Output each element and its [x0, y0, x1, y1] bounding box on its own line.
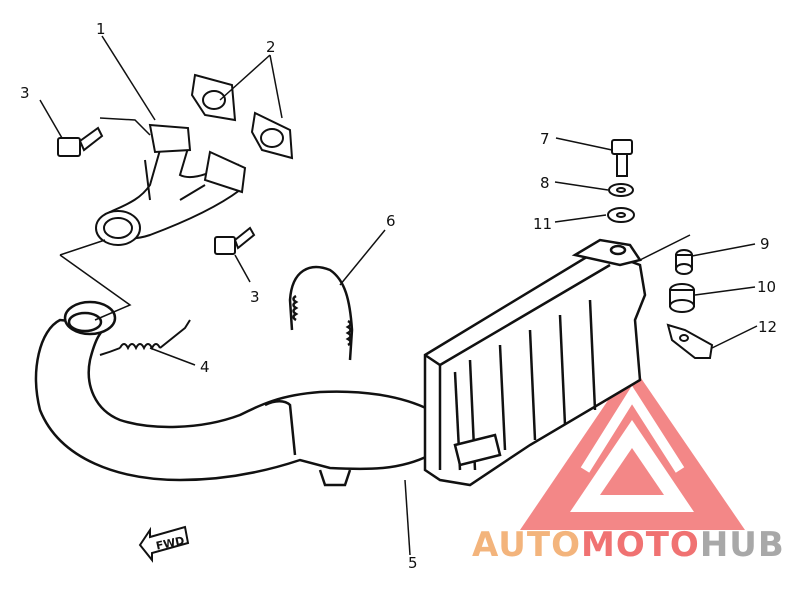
grommet-part-10 — [669, 283, 695, 313]
leader-lines — [39, 35, 758, 556]
spring-part-6 — [288, 265, 354, 361]
callout-2: 2 — [266, 38, 276, 56]
watermark-part-moto: MOTO — [581, 525, 700, 565]
bracket-part-12 — [666, 323, 714, 359]
gasket-part-2 — [190, 73, 294, 160]
watermark-logo — [520, 365, 745, 530]
fwd-label: FWD — [155, 534, 186, 553]
callout-3b: 3 — [250, 288, 260, 306]
watermark-text: AUTOMOTOHUB — [472, 525, 785, 565]
callout-12: 12 — [758, 318, 777, 336]
callout-8: 8 — [540, 174, 550, 192]
callout-4: 4 — [200, 358, 210, 376]
callout-9: 9 — [760, 235, 770, 253]
bolt-part-7 — [611, 139, 633, 177]
bolt-part-3 — [57, 126, 256, 255]
washer-part-11 — [607, 207, 635, 223]
callout-5: 5 — [408, 554, 418, 572]
callout-1: 1 — [96, 20, 106, 38]
svg-text:AUTOMOTOHUB: AUTOMOTOHUB — [472, 525, 785, 565]
exhaust-pipe-part-1 — [95, 123, 247, 246]
callout-7: 7 — [540, 130, 550, 148]
callout-3a: 3 — [20, 84, 30, 102]
callout-labels: 1 2 3 3 4 5 6 7 8 9 10 11 12 — [20, 20, 777, 572]
fwd-arrow-icon: FWD — [138, 525, 190, 563]
callout-6: 6 — [386, 212, 396, 230]
spring-part-4 — [99, 319, 191, 356]
callout-10: 10 — [757, 278, 776, 296]
washer-part-8 — [608, 183, 634, 197]
watermark-part-auto: AUTO — [472, 525, 581, 565]
watermark-part-hub: HUB — [700, 525, 785, 565]
collar-part-9 — [675, 249, 693, 275]
muffler-part-5 — [34, 238, 647, 487]
callout-11: 11 — [533, 215, 552, 233]
